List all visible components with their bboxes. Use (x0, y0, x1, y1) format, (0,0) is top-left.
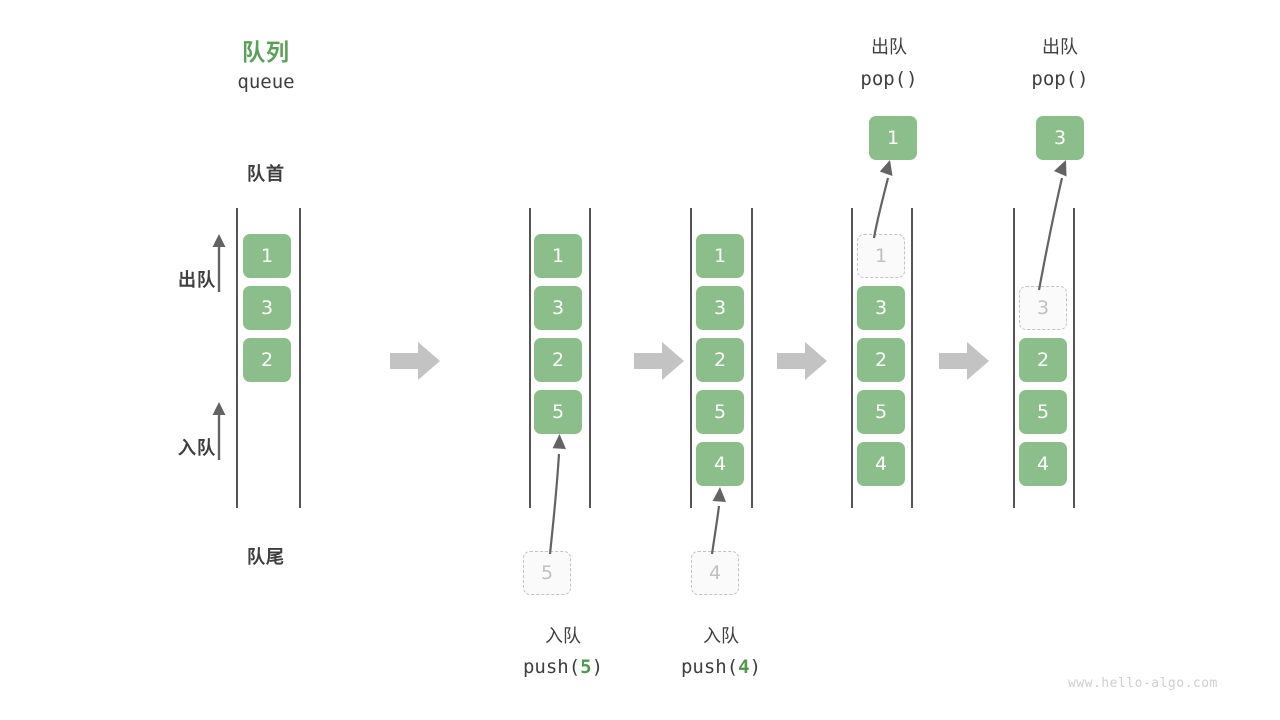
push-4-suffix: ) (749, 656, 762, 678)
stage-4-rail-left (851, 208, 853, 508)
stage-5-item-4: 4 (1019, 442, 1067, 486)
stage-2-item-1: 3 (534, 286, 582, 330)
watermark: www.hello-algo.com (1068, 676, 1218, 691)
stage-5-item-2: 2 (1019, 338, 1067, 382)
stage-4-rail-right (911, 208, 913, 508)
push-5-prefix: push( (522, 656, 581, 678)
pop-3-arrow-icon (1037, 160, 1067, 291)
queue-title-cn: 队列 (242, 40, 290, 66)
stage-4-item-0-ghost: 1 (857, 234, 905, 278)
stage-1-item-1: 3 (243, 286, 291, 330)
stage-2-rail-right (589, 208, 591, 508)
pop-1-label-code: pop() (860, 68, 918, 90)
stage-4-outgoing: 1 (869, 116, 917, 160)
push-4-prefix: push( (680, 656, 739, 678)
flow-arrow-2-icon (634, 342, 684, 380)
stage-3-item-4: 4 (696, 442, 744, 486)
stage-4-item-1: 3 (857, 286, 905, 330)
stage-3-item-2: 2 (696, 338, 744, 382)
pop-2-label-cn: 出队 (1042, 37, 1078, 58)
push-5-value: 5 (580, 656, 592, 678)
front-label: 队首 (247, 164, 285, 185)
push-4-label-cn: 入队 (703, 626, 739, 647)
stage-5-rail-right (1073, 208, 1075, 508)
stage-3-rail-left (690, 208, 692, 508)
push-5-label-cn: 入队 (545, 626, 581, 647)
enqueue-direction-arrow-icon (212, 402, 226, 460)
stage-1-item-0: 1 (243, 234, 291, 278)
stage-4-item-2: 2 (857, 338, 905, 382)
stage-3-item-1: 3 (696, 286, 744, 330)
push-5-arrow-icon (548, 434, 566, 555)
push-4-value: 4 (738, 656, 750, 678)
stage-5-item-1-ghost: 3 (1019, 286, 1067, 330)
push-5-suffix: ) (591, 656, 604, 678)
push-4-arrow-icon (710, 487, 726, 555)
stage-2-item-0: 1 (534, 234, 582, 278)
pop-1-label-cn: 出队 (871, 37, 907, 58)
stage-1-item-2: 2 (243, 338, 291, 382)
flow-arrow-1-icon (390, 342, 440, 380)
rear-label: 队尾 (247, 547, 285, 568)
stage-3-item-3: 5 (696, 390, 744, 434)
push-4-label-code: push(4) (636, 656, 806, 678)
stage-2-item-2: 2 (534, 338, 582, 382)
stage-4-item-3: 5 (857, 390, 905, 434)
stage-5-outgoing: 3 (1036, 116, 1084, 160)
flow-arrow-3-icon (777, 342, 827, 380)
stage-2-rail-left (529, 208, 531, 508)
queue-title-en: queue (237, 71, 295, 93)
flow-arrow-4-icon (939, 342, 989, 380)
push-5-label-code: push(5) (478, 656, 648, 678)
stage-5-rail-left (1013, 208, 1015, 508)
pop-1-arrow-icon (872, 160, 893, 239)
stage-3-incoming-ghost: 4 (691, 551, 739, 595)
stage-3-item-0: 1 (696, 234, 744, 278)
pop-2-label-code: pop() (1031, 68, 1089, 90)
stage-5-item-3: 5 (1019, 390, 1067, 434)
stage-2-incoming-ghost: 5 (523, 551, 571, 595)
enqueue-label: 入队 (178, 438, 216, 459)
stage-1-rail-left (236, 208, 238, 508)
stage-3-rail-right (751, 208, 753, 508)
dequeue-direction-arrow-icon (212, 234, 226, 292)
stage-2-item-3: 5 (534, 390, 582, 434)
stage-4-item-4: 4 (857, 442, 905, 486)
stage-1-rail-right (299, 208, 301, 508)
dequeue-label: 出队 (178, 270, 216, 291)
